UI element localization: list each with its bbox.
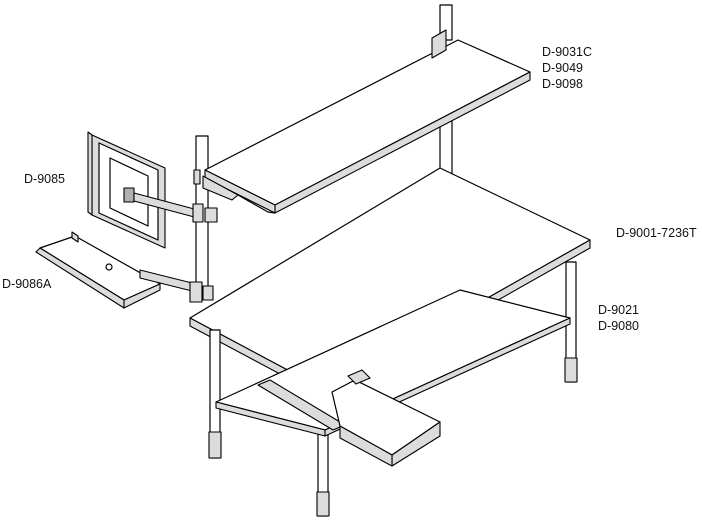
label-top-shelf: D-9031C D-9049 D-9098 [542,44,592,92]
table-legs [208,261,578,517]
upper-shelf [202,29,531,214]
slide-out-drawer [257,369,441,467]
monitor [87,131,166,249]
label-monitor-arm: D-9085 [24,171,65,187]
keyboard-arm [139,269,214,303]
part-number: D-9098 [542,77,583,91]
part-number: D-9001-7236T [616,226,697,240]
part-number: D-9080 [598,319,639,333]
part-number: D-9049 [542,61,583,75]
label-lower-parts: D-9021 D-9080 [598,302,639,334]
part-number: D-9085 [24,172,65,186]
label-keyboard-tray: D-9086A [2,276,51,292]
label-workbench: D-9001-7236T [616,225,697,241]
keyboard-tray [35,231,161,309]
part-number: D-9021 [598,303,639,317]
part-number: D-9031C [542,45,593,59]
monitor-arm [133,192,218,223]
part-number: D-9086A [2,277,52,291]
